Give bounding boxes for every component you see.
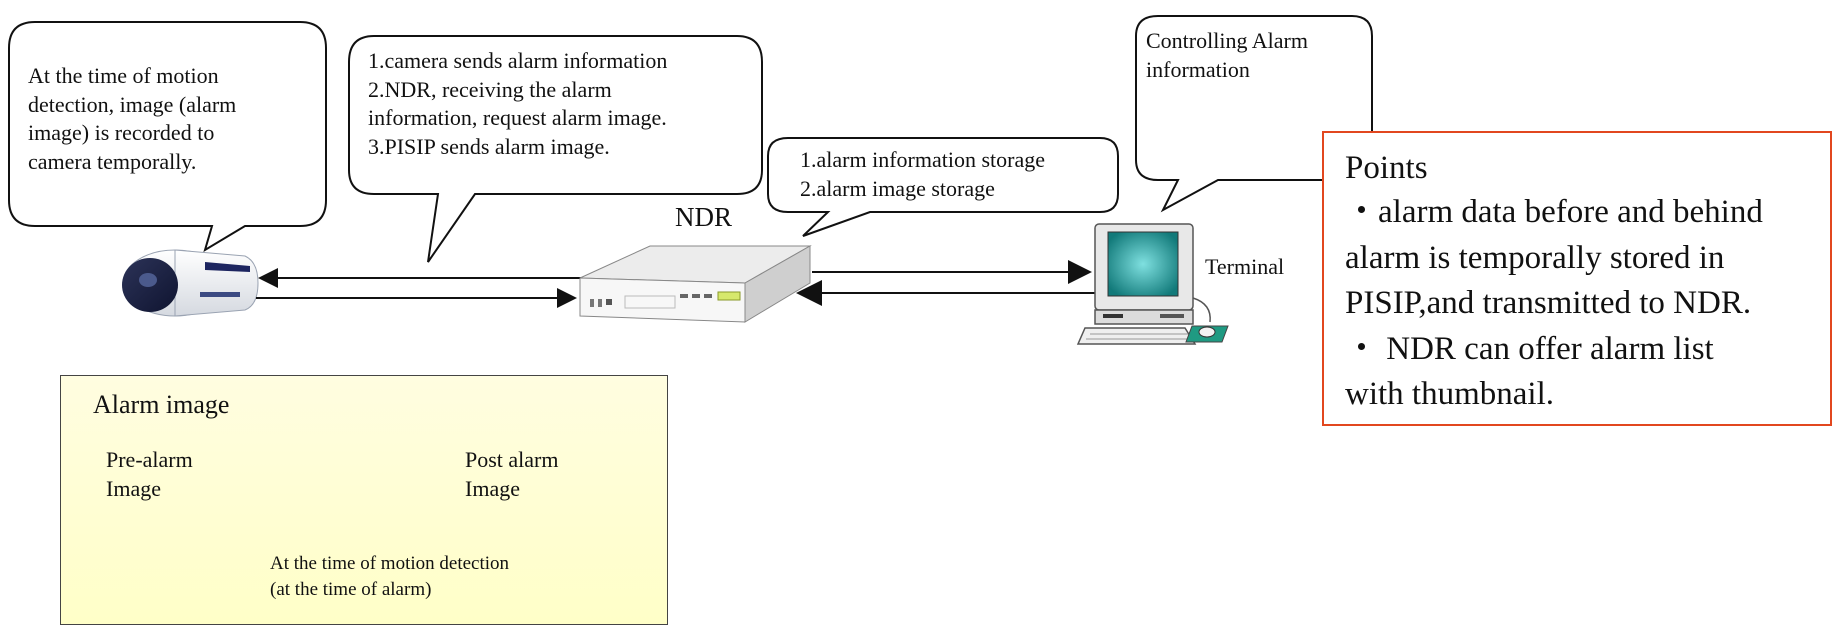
motion-detection-label: At the time of motion detection (at the … <box>270 553 510 600</box>
camera-icon <box>122 249 259 317</box>
process-steps-text: 1.camera sends alarm information 2.NDR, … <box>368 48 668 159</box>
camera-callout-text: At the time of motion detection, image (… <box>28 63 237 174</box>
ndr-device-icon <box>579 245 812 323</box>
pre-alarm-label: Pre-alarm Image <box>106 447 193 501</box>
arrow-camera-to-ndr <box>256 288 577 308</box>
callout-bubble-storage <box>767 137 1119 237</box>
points-box <box>1322 131 1832 426</box>
callout-bubble-camera <box>8 21 327 253</box>
arrow-ndr-to-camera <box>258 268 585 288</box>
alarm-image-title: Alarm image <box>93 390 230 419</box>
callout-bubble-controlling <box>1135 15 1373 213</box>
callout-bubble-steps <box>348 35 763 263</box>
arrow-terminal-to-ndr <box>796 280 1098 306</box>
arrow-ndr-to-terminal <box>812 260 1092 284</box>
terminal-computer-icon <box>1076 223 1229 345</box>
controlling-text: Controlling Alarm information <box>1146 28 1308 82</box>
points-text: ・alarm data before and behind alarm is t… <box>1345 194 1763 413</box>
alarm-image-box <box>60 375 668 625</box>
post-alarm-label: Post alarm Image <box>465 447 559 501</box>
terminal-label: Terminal <box>1205 254 1285 279</box>
storage-steps-text: 1.alarm information storage 2.alarm imag… <box>800 147 1045 201</box>
points-title: Points <box>1345 150 1428 186</box>
ndr-label: NDR <box>675 202 733 232</box>
